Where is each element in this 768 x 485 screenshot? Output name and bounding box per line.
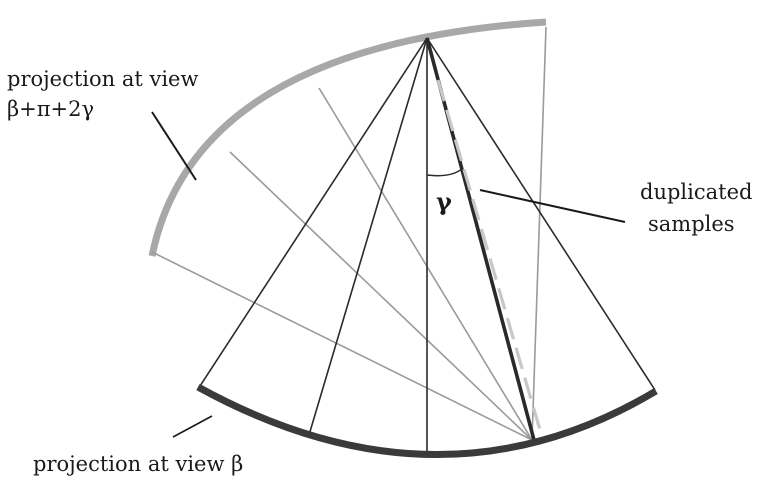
upper-ray bbox=[151, 251, 533, 441]
lower-ray bbox=[199, 37, 428, 387]
leader-line-duplicated bbox=[479, 189, 626, 223]
gamma-angle-arc bbox=[426, 167, 464, 177]
label-duplicated-line2: samples bbox=[648, 212, 735, 236]
lower-ray bbox=[308, 37, 428, 436]
label-gamma: γ bbox=[436, 187, 452, 216]
label-projection-upper-line1: projection at view bbox=[7, 67, 198, 91]
label-duplicated-line1: duplicated bbox=[640, 180, 752, 204]
lower-ray bbox=[426, 37, 656, 391]
leader-line-lower-projection bbox=[172, 415, 213, 438]
lower-projection-arc bbox=[196, 383, 658, 458]
label-projection-upper-line2: β+π+2γ bbox=[7, 97, 94, 121]
duplicated-ray bbox=[425, 37, 536, 441]
upper-fan-rays bbox=[151, 26, 547, 441]
upper-ray bbox=[318, 87, 533, 441]
lower-fan-rays bbox=[199, 37, 656, 452]
leader-line-upper-projection bbox=[151, 111, 197, 181]
label-projection-lower: projection at view β bbox=[33, 452, 243, 476]
upper-projection-arc bbox=[148, 18, 547, 257]
upper-ray bbox=[531, 26, 547, 441]
upper-ray bbox=[229, 151, 533, 441]
